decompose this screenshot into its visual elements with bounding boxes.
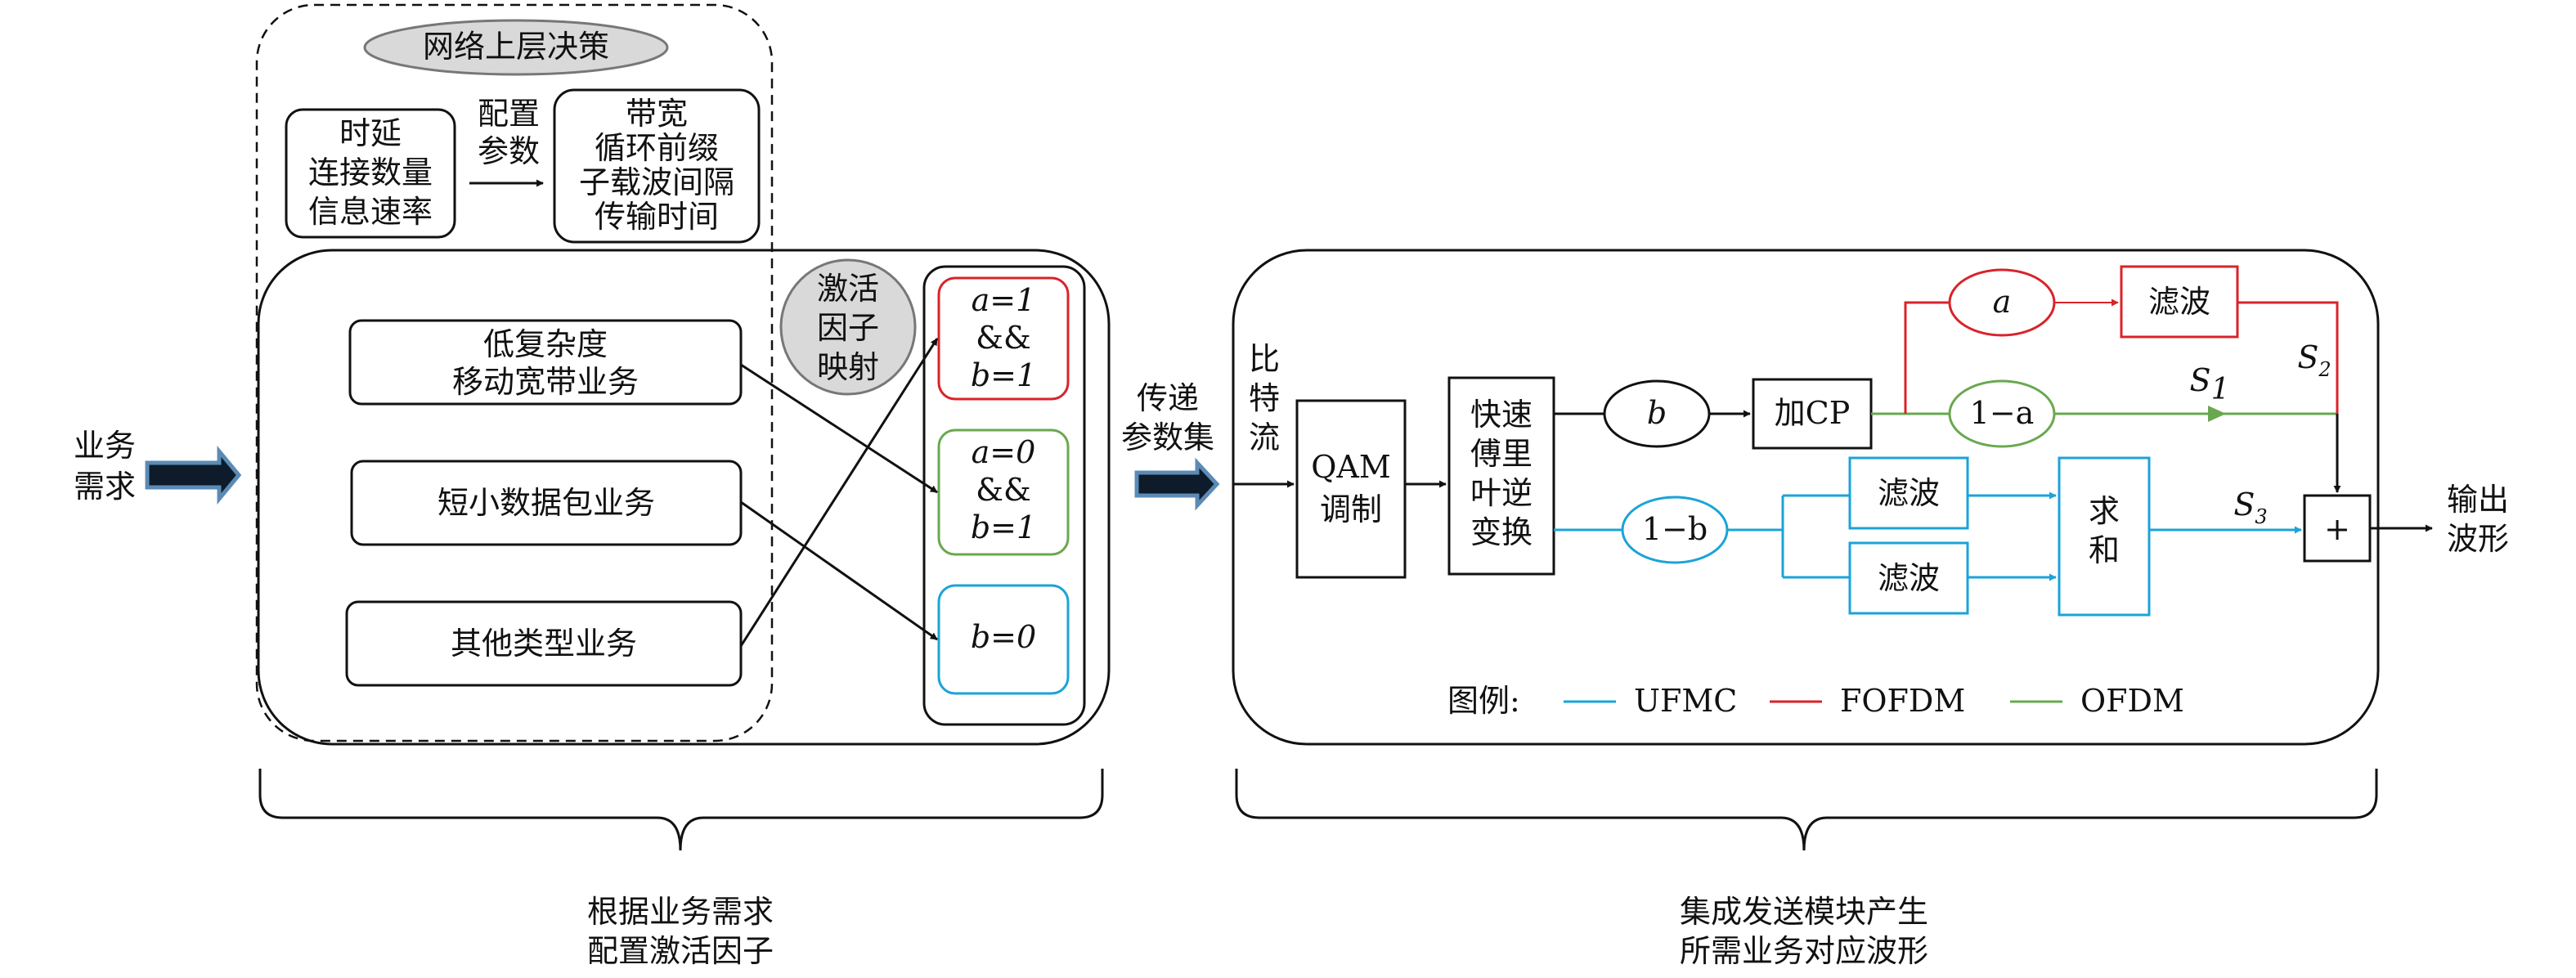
ufmc-filter-box-1 <box>1848 456 1969 530</box>
activation-label-1: 激活 <box>817 271 879 307</box>
requirement-rate: 信息速率 <box>308 194 433 230</box>
factor-blue-b: b=0 <box>971 619 1036 655</box>
ifft-label-4: 变换 <box>1470 514 1533 550</box>
fofdm-filter-label: 滤波 <box>2148 284 2210 320</box>
factor-box-fofdm <box>937 276 1070 401</box>
qam-label-2: 调制 <box>1320 491 1382 527</box>
output-label-2: 波形 <box>2447 521 2509 557</box>
left-brace <box>258 769 1104 851</box>
service-other: 其他类型业务 <box>451 626 637 662</box>
ufmc-filter-label-1: 滤波 <box>1878 475 1940 511</box>
factor-b-label: b <box>1647 395 1667 431</box>
pass-label-1: 传递 <box>1137 380 1199 416</box>
requirement-delay: 时延 <box>339 115 402 151</box>
factor-1-b-label: 1−b <box>1642 511 1708 547</box>
legend-ufmc-label: UFMC <box>1634 683 1737 719</box>
factor-green-and: && <box>976 472 1031 508</box>
mapping-arrow-other <box>739 338 939 647</box>
left-caption-1: 根据业务需求 <box>587 894 774 930</box>
ifft-box <box>1447 376 1555 576</box>
ufmc-filter-label-2: 滤波 <box>1878 560 1940 596</box>
ifft-label-3: 叶逆 <box>1470 475 1533 511</box>
factor-red-b: b=1 <box>971 357 1036 393</box>
fofdm-branch-line <box>1904 301 1950 414</box>
legend-title: 图例: <box>1447 683 1520 719</box>
factor-red-a: a=1 <box>972 282 1036 318</box>
legend-fofdm-label: FOFDM <box>1840 683 1965 719</box>
decision-title-ellipse <box>363 19 669 76</box>
pass-label-2: 参数集 <box>1121 419 1214 455</box>
s2-label: S2 <box>2297 339 2331 381</box>
input-label-1: 业务 <box>74 428 136 464</box>
mapping-arrow-short-packet <box>740 500 938 641</box>
param-transmission-time: 传输时间 <box>595 199 719 235</box>
factor-a-label: a <box>1993 284 2012 320</box>
service-box-low-complexity <box>348 319 743 406</box>
factor-box-ufmc <box>937 584 1070 695</box>
param-cyclic-prefix: 循环前缀 <box>595 130 719 166</box>
fofdm-output-line <box>2237 301 2339 414</box>
ifft-label-2: 傅里 <box>1470 436 1533 472</box>
param-subcarrier-spacing: 子载波间隔 <box>579 164 734 200</box>
factor-green-a: a=0 <box>972 434 1036 470</box>
config-label-2: 参数 <box>478 133 540 169</box>
decision-title: 网络上层决策 <box>423 29 609 65</box>
service-low-complexity: 低复杂度 <box>483 326 608 362</box>
output-label-1: 输出 <box>2447 482 2509 518</box>
activation-label-2: 因子 <box>817 310 879 346</box>
param-bandwidth: 带宽 <box>626 96 688 132</box>
pass-block-arrow <box>1134 457 1220 511</box>
transmitter-box <box>1232 249 2380 746</box>
adder-label: + <box>2324 511 2350 547</box>
factor-box-ofdm <box>937 428 1070 556</box>
input-block-arrow <box>145 446 242 505</box>
config-label-1: 配置 <box>478 96 540 132</box>
bitstream-label-3: 流 <box>1249 419 1280 455</box>
add-cp-label: 加CP <box>1775 395 1851 431</box>
factor-green-b: b=1 <box>971 509 1036 545</box>
requirement-connections: 连接数量 <box>308 155 433 191</box>
legend-ofdm-label: OFDM <box>2080 683 2184 719</box>
mapping-arrow-broadband <box>740 363 938 494</box>
factor-1-a-label: 1−a <box>1970 395 2035 431</box>
factor-container <box>922 265 1086 726</box>
params-box <box>553 88 761 244</box>
activation-mapping-circle <box>779 258 917 396</box>
input-label-2: 需求 <box>74 469 136 505</box>
service-box-other <box>345 600 743 687</box>
service-mobile-broadband: 移动宽带业务 <box>452 364 639 400</box>
qam-box <box>1295 399 1407 579</box>
factor-red-and: && <box>976 320 1031 356</box>
requirements-box <box>285 108 456 239</box>
right-caption-1: 集成发送模块产生 <box>1680 894 1928 930</box>
sum-label-1: 求 <box>2089 493 2120 529</box>
sum-box <box>2058 456 2151 617</box>
s1-label: S1 <box>2190 362 2230 406</box>
sum-label-2: 和 <box>2089 532 2120 568</box>
network-decision-box <box>255 3 774 742</box>
bitstream-label-2: 特 <box>1249 380 1280 416</box>
activation-label-3: 映射 <box>817 349 879 385</box>
qam-label-1: QAM <box>1311 449 1391 485</box>
ofdm-arrowhead <box>2208 406 2226 422</box>
bitstream-label-1: 比 <box>1249 341 1280 377</box>
s3-label: S3 <box>2233 487 2267 528</box>
service-short-packet: 短小数据包业务 <box>438 485 655 521</box>
right-caption-2: 所需业务对应波形 <box>1680 933 1928 969</box>
ifft-label-1: 快速 <box>1470 397 1533 433</box>
right-brace <box>1235 769 2378 851</box>
left-caption-2: 配置激活因子 <box>587 933 774 969</box>
service-mapping-box <box>257 249 1111 746</box>
